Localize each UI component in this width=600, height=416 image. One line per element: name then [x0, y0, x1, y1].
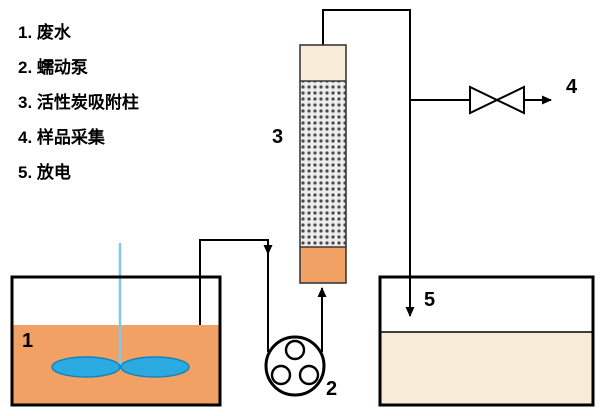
callout-adsorption-column: 3	[272, 126, 284, 148]
wastewater-tank	[10, 243, 222, 407]
pump-roller-left	[270, 364, 292, 386]
legend-item-wastewater: 1. 废水	[18, 23, 71, 42]
sampling-valve	[469, 85, 525, 115]
legend: 1. 废水 2. 蠕动泵 3. 活性炭吸附柱 4. 样品采集 5. 放电	[18, 22, 139, 184]
column-carbon-bed	[300, 81, 346, 247]
column-top-section	[300, 45, 346, 81]
column-wall	[299, 44, 347, 284]
pump-roller-right	[298, 364, 320, 386]
callout-wastewater-tank: 1	[22, 330, 34, 352]
peristaltic-pump	[264, 335, 326, 397]
legend-item-sampling: 4. 样品采集	[18, 128, 105, 147]
legend-item-pump: 2. 蠕动泵	[18, 58, 88, 77]
legend-item-discharge: 5. 放电	[18, 163, 71, 182]
pipe-tank-to-pump	[199, 239, 273, 333]
impeller-blade-right	[120, 356, 190, 378]
callout-sample-collection: 4	[566, 76, 578, 98]
discharge-tank-wall	[378, 275, 595, 407]
pipe-column-to-discharge	[322, 9, 415, 317]
callout-peristaltic-pump: 2	[326, 378, 338, 400]
discharge-tank	[378, 275, 595, 407]
pump-roller-top	[284, 339, 306, 361]
wastewater-tank-wall	[10, 275, 222, 407]
legend-item-column: 3. 活性炭吸附柱	[18, 93, 139, 112]
callout-discharge: 5	[424, 289, 436, 311]
valve-right-triangle	[494, 85, 525, 115]
carbon-column	[299, 44, 347, 284]
impeller-blade-left	[51, 356, 121, 378]
column-bottom-section	[300, 247, 346, 283]
discharge-liquid	[381, 332, 592, 404]
valve-left-triangle	[469, 85, 500, 115]
